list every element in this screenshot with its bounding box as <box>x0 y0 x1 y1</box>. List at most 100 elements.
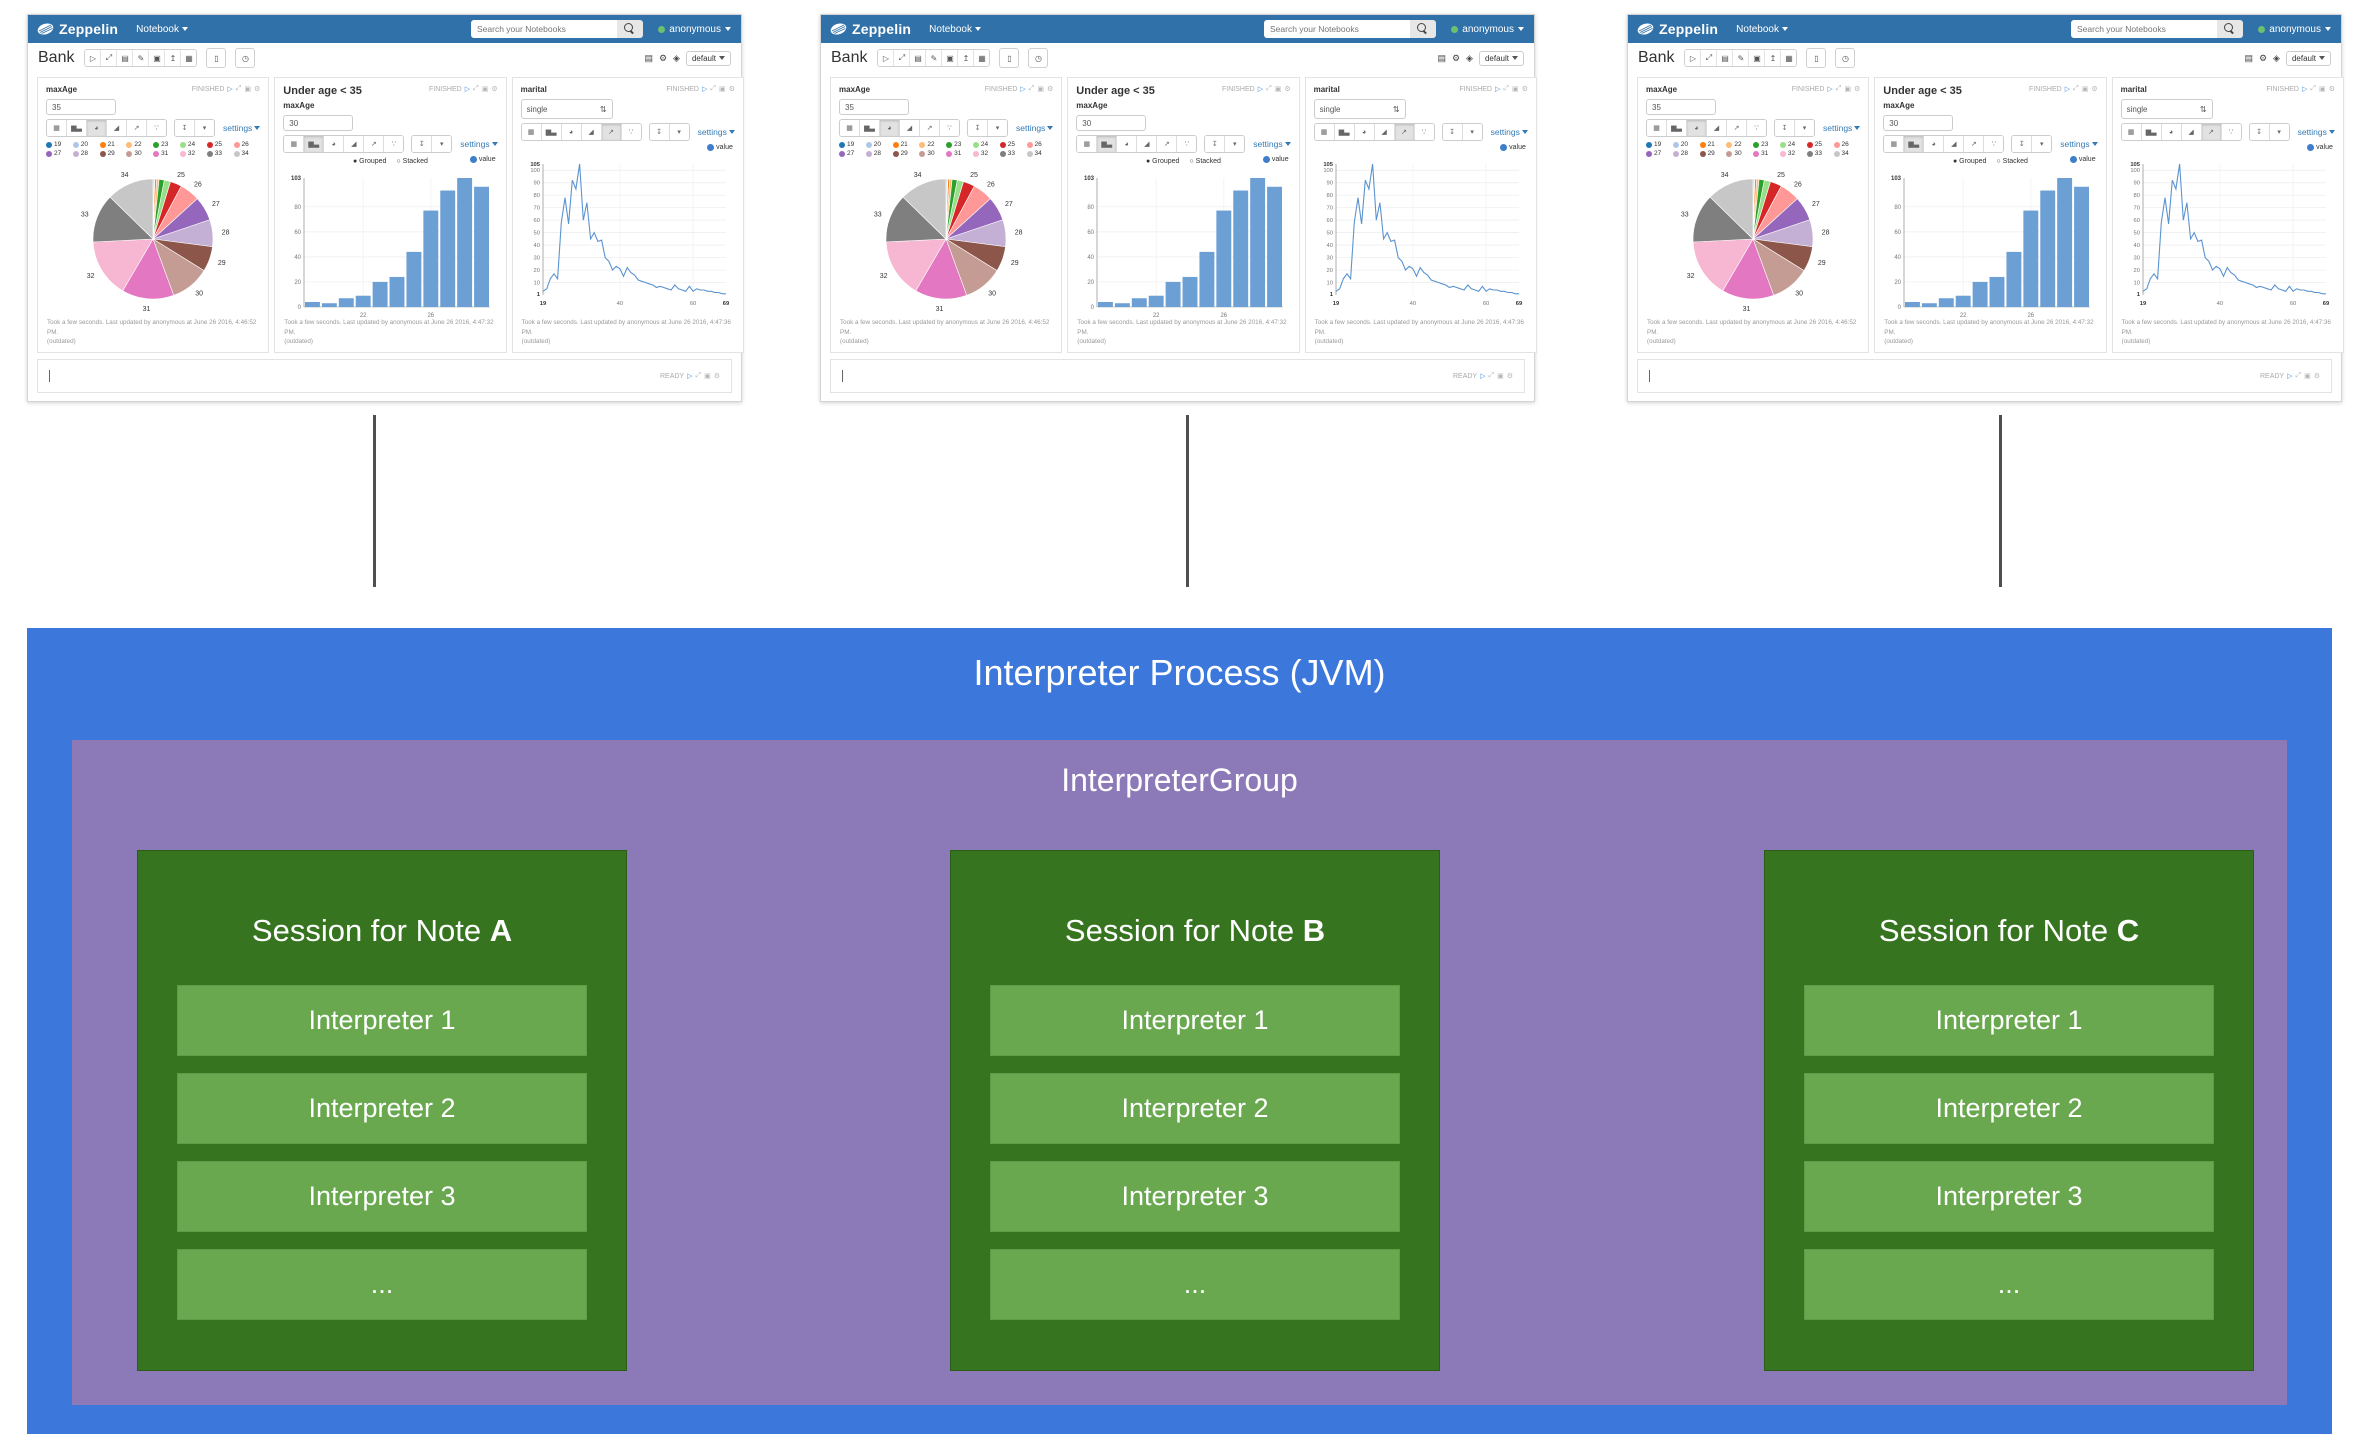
download-caret-button[interactable]: ▾ <box>432 136 452 152</box>
search-input[interactable] <box>2071 20 2217 38</box>
empty-paragraph[interactable]: READY ▷ ⤢ ▣ ⚙ <box>1637 359 2332 393</box>
show-hide-code-button[interactable]: ⤢ <box>101 50 118 66</box>
fullscreen-icon[interactable]: ⤢ <box>1266 85 1272 92</box>
paragraph-gear-icon[interactable]: ⚙ <box>254 86 261 93</box>
scatter-chart-button[interactable]: ∵ <box>940 120 959 136</box>
line-chart-button[interactable]: ↗ <box>1727 120 1747 136</box>
show-hide-code-button[interactable]: ⤢ <box>894 50 911 66</box>
gear-icon[interactable]: ⚙ <box>1451 52 1461 63</box>
table-view-button[interactable]: ▦ <box>1077 136 1098 152</box>
bar-chart-button[interactable]: ▆▃ <box>2141 124 2162 140</box>
table-view-button[interactable]: ▦ <box>1647 120 1667 136</box>
grouped-radio[interactable]: ●Grouped <box>1145 157 1180 165</box>
legend-item[interactable]: 20 <box>72 141 100 148</box>
download-caret-button[interactable]: ▾ <box>195 120 214 136</box>
run-paragraph-icon[interactable]: ▷ <box>227 86 233 93</box>
commit-note-button[interactable]: ▦ <box>974 50 990 66</box>
link-paragraph-icon[interactable]: ▣ <box>244 86 252 93</box>
brand-title[interactable]: Zeppelin <box>852 21 912 37</box>
legend-item[interactable]: 30 <box>126 150 153 157</box>
legend-item[interactable]: 25 <box>206 141 234 148</box>
bar-chart-button[interactable]: ▆▃ <box>304 136 325 152</box>
download-caret-button[interactable]: ▾ <box>1795 120 1814 136</box>
table-view-button[interactable]: ▦ <box>2121 124 2142 140</box>
area-chart-button[interactable]: ◢ <box>107 120 127 136</box>
scheduler-button[interactable]: ◷ <box>235 48 256 68</box>
link-paragraph-icon[interactable]: ▣ <box>704 373 711 380</box>
legend-item[interactable]: 34 <box>233 150 261 157</box>
area-chart-button[interactable]: ◢ <box>1707 120 1727 136</box>
zeppelin-logo-icon[interactable] <box>1637 22 1654 36</box>
run-paragraph-icon[interactable]: ▷ <box>2064 86 2071 93</box>
legend-item[interactable]: 33 <box>1806 150 1834 157</box>
fullscreen-icon[interactable]: ⤢ <box>473 85 479 92</box>
download-button[interactable]: ↧ <box>2012 136 2033 152</box>
legend-item[interactable]: 20 <box>1672 141 1700 148</box>
area-chart-button[interactable]: ◢ <box>1944 136 1965 152</box>
pie-chart-button[interactable]: ◕ <box>87 120 107 136</box>
bar-chart-button[interactable]: ▆▃ <box>1334 124 1355 140</box>
maxage-input[interactable] <box>1646 99 1716 115</box>
search-input[interactable] <box>471 20 617 38</box>
download-caret-button[interactable]: ▾ <box>988 120 1007 136</box>
link-paragraph-icon[interactable]: ▣ <box>1274 86 1282 93</box>
maxage-input[interactable] <box>1883 115 1954 131</box>
search-button[interactable] <box>2217 20 2243 38</box>
download-caret-button[interactable]: ▾ <box>669 124 689 140</box>
link-paragraph-icon[interactable]: ▣ <box>1511 86 1519 93</box>
paragraph-gear-icon[interactable]: ⚙ <box>491 86 498 93</box>
area-chart-button[interactable]: ◢ <box>900 120 920 136</box>
clone-note-button[interactable]: ▣ <box>1749 50 1766 66</box>
legend-item[interactable]: 29 <box>1699 150 1727 157</box>
marital-select[interactable]: single⇅ <box>2120 99 2213 119</box>
notebook-menu[interactable]: Notebook <box>929 24 981 35</box>
download-button[interactable]: ↧ <box>968 120 988 136</box>
settings-link[interactable]: settings <box>1016 123 1054 133</box>
legend-item[interactable]: 25 <box>1806 141 1834 148</box>
run-paragraph-icon[interactable]: ▷ <box>1827 86 1833 93</box>
scatter-chart-button[interactable]: ∵ <box>2221 124 2241 140</box>
settings-link[interactable]: settings <box>698 127 735 137</box>
pie-chart-button[interactable]: ◕ <box>1354 124 1375 140</box>
legend-item[interactable]: 28 <box>865 150 893 157</box>
download-caret-button[interactable]: ▾ <box>2032 136 2052 152</box>
download-button[interactable]: ↧ <box>2249 124 2270 140</box>
legend-item[interactable]: 31 <box>153 150 180 157</box>
paragraph-gear-icon[interactable]: ⚙ <box>1284 86 1291 93</box>
paragraph-gear-icon[interactable]: ⚙ <box>1506 373 1513 380</box>
fullscreen-icon[interactable]: ⤢ <box>710 85 716 92</box>
legend-item[interactable]: 28 <box>1672 150 1700 157</box>
paragraph-gear-icon[interactable]: ⚙ <box>1521 86 1528 93</box>
run-all-button[interactable]: ▷ <box>1685 50 1702 66</box>
interpreter-binding-button[interactable]: default <box>2285 50 2331 66</box>
user-menu[interactable]: anonymous <box>658 24 731 35</box>
legend-item[interactable]: 19 <box>1646 141 1673 148</box>
bar-chart-button[interactable]: ▆▃ <box>1904 136 1925 152</box>
link-paragraph-icon[interactable]: ▣ <box>2081 86 2089 93</box>
pie-chart-button[interactable]: ◕ <box>324 136 345 152</box>
fullscreen-icon[interactable]: ⤢ <box>2310 85 2316 92</box>
paragraph-gear-icon[interactable]: ⚙ <box>1047 86 1054 93</box>
paragraph-gear-icon[interactable]: ⚙ <box>2091 86 2098 93</box>
delete-note-button[interactable]: ▯ <box>206 48 227 68</box>
line-chart-button[interactable]: ↗ <box>364 136 385 152</box>
shortcuts-icon[interactable]: ▤ <box>644 52 653 63</box>
table-view-button[interactable]: ▦ <box>521 124 542 140</box>
clone-note-button[interactable]: ▣ <box>149 50 166 66</box>
legend-item[interactable]: 22 <box>126 141 153 148</box>
legend-item[interactable]: 24 <box>179 141 207 148</box>
export-note-button[interactable]: ↥ <box>165 50 182 66</box>
download-button[interactable]: ↧ <box>175 120 195 136</box>
paragraph-gear-icon[interactable]: ⚙ <box>728 86 735 93</box>
lock-icon[interactable]: ◈ <box>673 52 680 63</box>
download-caret-button[interactable]: ▾ <box>2269 124 2289 140</box>
run-paragraph-icon[interactable]: ▷ <box>1020 86 1026 93</box>
zeppelin-logo-icon[interactable] <box>830 22 847 36</box>
delete-note-button[interactable]: ▯ <box>1806 48 1827 68</box>
brand-title[interactable]: Zeppelin <box>59 21 119 37</box>
legend-item[interactable]: 28 <box>72 150 100 157</box>
pie-chart-button[interactable]: ◕ <box>1924 136 1945 152</box>
run-paragraph-icon[interactable]: ▷ <box>687 373 693 380</box>
area-chart-button[interactable]: ◢ <box>344 136 365 152</box>
pie-chart-button[interactable]: ◕ <box>1687 120 1707 136</box>
